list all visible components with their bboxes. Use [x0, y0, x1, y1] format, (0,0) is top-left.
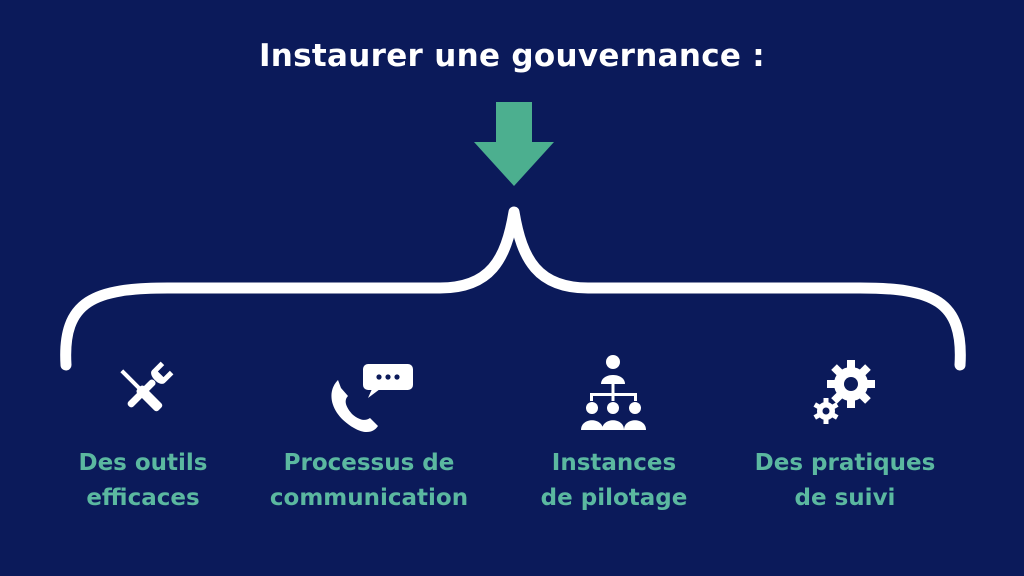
tools-icon [120, 361, 174, 412]
phone-chat-icon [331, 364, 413, 433]
item-label-communication: Processus de communication [239, 446, 499, 516]
item-label-line: Des pratiques [754, 450, 936, 476]
item-label-line: communication [269, 485, 469, 511]
item-label-line: Des outils [78, 450, 208, 476]
item-label-line: efficaces [86, 485, 200, 511]
item-label-line: de suivi [794, 485, 896, 511]
down-arrow-icon [474, 102, 554, 186]
item-label-line: Instances [551, 450, 677, 476]
item-label-line: de pilotage [540, 485, 688, 511]
page-title: Instaurer une gouvernance : [258, 38, 766, 74]
org-chart-icon [581, 355, 646, 430]
gears-icon [813, 360, 875, 424]
item-label-steering: Instances de pilotage [484, 446, 744, 516]
item-label-monitoring: Des pratiques de suivi [715, 446, 975, 516]
item-label-line: Processus de [283, 450, 455, 476]
item-label-tools: Des outils efficaces [13, 446, 273, 516]
curly-brace [60, 206, 966, 371]
